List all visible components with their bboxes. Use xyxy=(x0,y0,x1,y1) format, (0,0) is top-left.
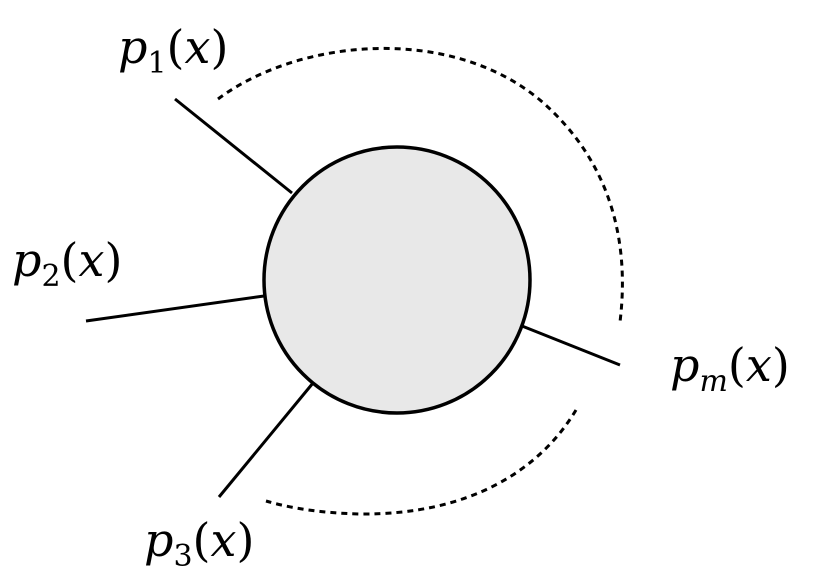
leg-p3 xyxy=(217,382,315,498)
leg-p2 xyxy=(85,294,265,323)
label-p3: p3(x) xyxy=(144,513,254,574)
label-p1: p1(x) xyxy=(118,20,228,81)
label-p2: p2(x) xyxy=(12,233,122,294)
interaction-blob xyxy=(262,145,532,415)
leg-p1 xyxy=(174,97,293,195)
dashed-arc-upper xyxy=(217,47,624,323)
leg-pm xyxy=(521,324,621,367)
dashed-arc-lower xyxy=(265,409,578,516)
label-pm: pm(x) xyxy=(670,338,790,399)
